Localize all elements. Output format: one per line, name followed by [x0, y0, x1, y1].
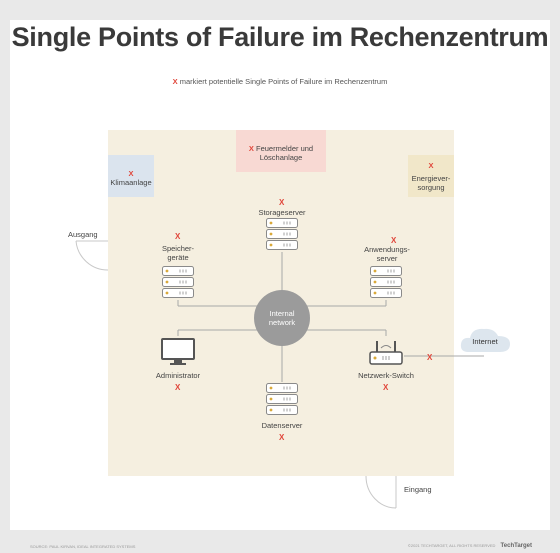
- data-server-label: Datenserver: [261, 421, 303, 430]
- app-server-icon: [370, 266, 402, 298]
- internal-network-label: Internal network: [268, 309, 296, 327]
- entrance-label: Eingang: [404, 485, 432, 494]
- internet-cloud: [460, 328, 510, 352]
- power-zone-label: Energiever-sorgung: [411, 174, 451, 192]
- app-server-marker: X: [391, 236, 397, 245]
- storage-devices-label: Speicher-geräte: [161, 244, 195, 262]
- legend-text: markiert potentielle Single Points of Fa…: [177, 77, 388, 86]
- entrance-door-arc: [365, 475, 397, 509]
- uplink-marker: X: [427, 353, 433, 362]
- monitor-icon: [161, 338, 195, 365]
- legend-marker: X: [172, 77, 178, 86]
- brand-logo: TechTarget: [500, 543, 532, 549]
- router-icon: [369, 341, 403, 365]
- fire-zone: X Feuermelder und Löschanlage: [236, 130, 326, 172]
- internal-network-hub: Internal network: [254, 290, 310, 346]
- exit-door-arc: [75, 240, 109, 271]
- climate-zone: X Klimaanlage: [108, 155, 154, 197]
- app-server-label: Anwendungs-server: [364, 245, 410, 263]
- admin-marker: X: [175, 383, 181, 392]
- data-server-marker: X: [279, 433, 285, 442]
- storage-devices-marker: X: [175, 232, 181, 241]
- page-title: Single Points of Failure im Rechenzentru…: [11, 22, 549, 52]
- switch-marker: X: [383, 383, 389, 392]
- legend: X markiert potentielle Single Points of …: [0, 77, 560, 86]
- climate-zone-label: Klimaanlage: [110, 178, 152, 187]
- power-zone-marker: X: [428, 161, 434, 170]
- exit-label: Ausgang: [68, 230, 98, 239]
- storage-server-icon: [266, 218, 298, 250]
- switch-label: Netzwerk-Switch: [358, 371, 414, 380]
- power-zone: X Energiever-sorgung: [408, 155, 454, 197]
- climate-zone-marker: X: [128, 169, 134, 178]
- admin-label: Administrator: [155, 371, 201, 380]
- storage-server-marker: X: [279, 198, 285, 207]
- storage-devices-icon: [162, 266, 194, 298]
- copyright-text: ©2021 TECHTARGET, ALL RIGHTS RESERVED: [407, 543, 496, 548]
- data-server-icon: [266, 383, 298, 415]
- fire-zone-marker: X: [248, 144, 254, 153]
- source-note: SOURCE: PAUL KIRVAN, IDEAL INTEGRATED SY…: [30, 544, 136, 549]
- copyright-note: ©2021 TECHTARGET, ALL RIGHTS RESERVED Te…: [408, 543, 532, 549]
- fire-zone-label: Feuermelder und Löschanlage: [255, 144, 314, 162]
- internet-label: Internet: [472, 337, 498, 346]
- storage-server-label: Storageserver: [258, 208, 306, 217]
